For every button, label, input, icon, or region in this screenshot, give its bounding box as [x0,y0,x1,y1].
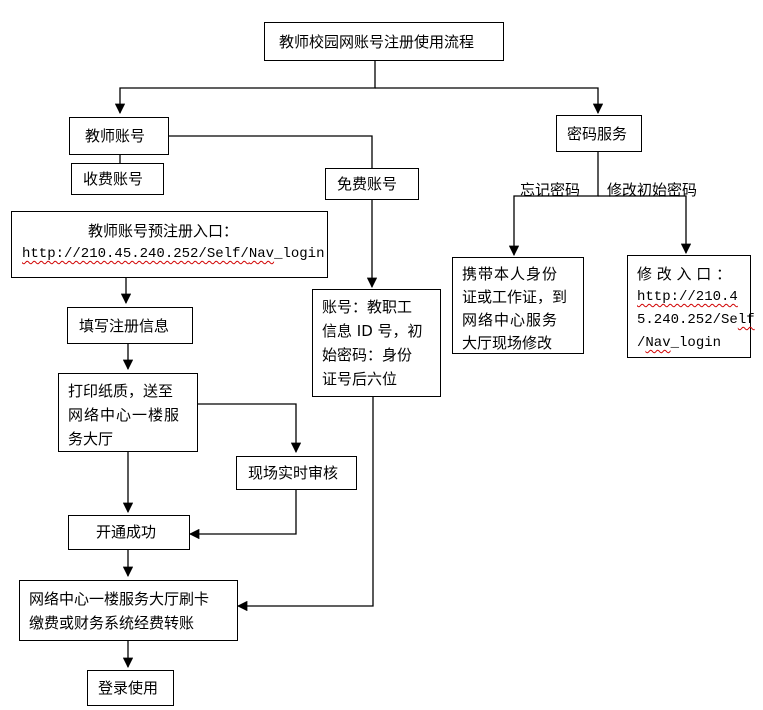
carry-id-line-2: 证或工作证，到 [462,288,568,306]
title-text: 教师校园网账号注册使用流程 [279,33,475,51]
carry-id-line-3: 网络中心服务 [462,311,559,329]
title-box: 教师校园网账号注册使用流程 [264,22,504,61]
free-account-label: 免费账号 [337,175,398,193]
modify-entry-box: 修 改 入 口 ： http://210.4 5.240.252/Self /N… [627,255,755,358]
print-line-2: 网络中心一楼服 [68,406,181,424]
connector-teacher-to-free [168,135,373,168]
forget-password-label: 忘记密码 [520,181,581,199]
connector-review-to-open [188,490,297,540]
payment-line-1: 网络中心一楼服务大厅刷卡 [29,590,210,608]
password-service-box: 密码服务 [556,115,642,152]
teacher-account-label: 教师账号 [85,127,146,145]
print-line-3: 务大厅 [68,430,114,448]
modify-entry-label: 修 改 入 口 ： [637,265,732,283]
free-info-line-3: 始密码：身份 [322,346,413,364]
print-box: 打印纸质，送至 网络中心一楼服 务大厅 [58,373,198,452]
carry-id-box: 携带本人身份 证或工作证，到 网络中心服务 大厅现场修改 [452,257,584,354]
carry-id-line-1: 携带本人身份 [462,265,559,283]
modify-url-line-1: http://210.4 [637,289,738,305]
connector-to-modify [598,195,692,255]
fill-info-label: 填写注册信息 [79,317,170,335]
payment-line-2: 缴费或财务系统经费转账 [29,614,195,632]
open-success-box: 开通成功 [68,515,190,550]
carry-id-line-4: 大厅现场修改 [462,334,553,352]
paid-account-label: 收费账号 [83,170,144,188]
print-line-1: 打印纸质，送至 [68,382,174,400]
password-service-label: 密码服务 [567,125,628,143]
payment-box: 网络中心一楼服务大厅刷卡 缴费或财务系统经费转账 [19,580,238,641]
modify-url-line-3: /Nav_login [637,335,722,351]
connector-title-split [114,60,376,115]
free-info-line-2: 信息 ID 号，初 [322,322,423,340]
connector-print-to-review [198,403,302,454]
login-use-box: 登录使用 [87,670,174,706]
modify-initial-password-label: 修改初始密码 [607,181,698,199]
free-info-line-1: 账号：教职工 [322,298,413,316]
connector-free-to-payment [236,397,374,612]
open-success-label: 开通成功 [96,523,157,541]
connector-password-split [508,152,599,257]
prereg-label: 教师账号预注册入口： [88,222,239,240]
teacher-account-box: 教师账号 [69,117,169,155]
modify-url-line-2: 5.240.252/Self [637,312,755,328]
prereg-url: http://210.45.240.252/Self/Nav_login [22,246,325,262]
connector-to-password-service [375,87,604,115]
login-use-label: 登录使用 [98,679,159,697]
onsite-review-box: 现场实时审核 [236,456,357,490]
free-info-box: 账号：教职工 信息 ID 号，初 始密码：身份 证号后六位 [312,289,441,397]
fill-info-box: 填写注册信息 [67,307,193,344]
onsite-review-label: 现场实时审核 [248,464,339,482]
free-account-box: 免费账号 [325,168,419,200]
free-info-line-4: 证号后六位 [322,370,398,388]
prereg-box: 教师账号预注册入口： http://210.45.240.252/Self/Na… [11,211,328,278]
paid-account-box: 收费账号 [71,163,164,195]
